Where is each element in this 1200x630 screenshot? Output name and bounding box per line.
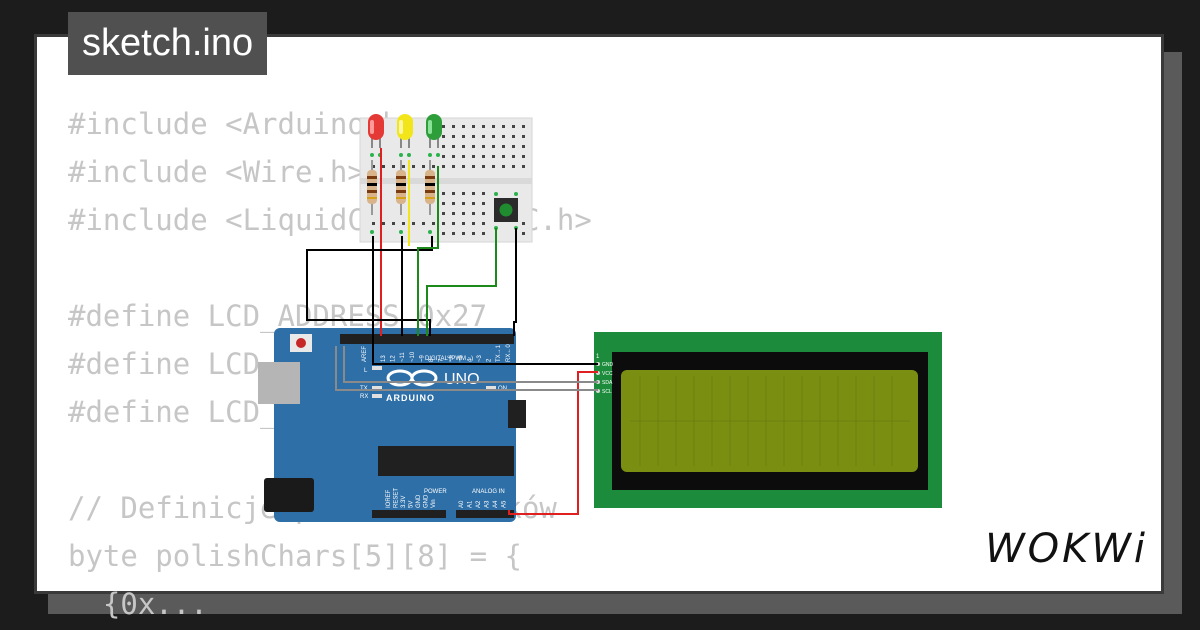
rx-led-label: RX (360, 394, 368, 400)
power-pins-label: POWER (424, 489, 447, 495)
analog-header (456, 510, 514, 518)
arduino-uno-board[interactable]: UNO ARDUINO DIGITAL (PWM ~) ANALOG IN PO… (258, 328, 526, 522)
code-line: #define LCD_ADDRESS 0x27 (68, 299, 488, 333)
pin-label: A4 (493, 500, 499, 508)
wire-black (306, 236, 433, 336)
pin-label: A2 (476, 500, 482, 508)
pin-label: ~5 (458, 354, 464, 362)
file-tab-label: sketch.ino (82, 22, 254, 64)
pin-label: GND (424, 494, 430, 508)
lcd-1602-i2c[interactable]: 1 GND VCC SDA SCL (594, 332, 942, 508)
pin-label: A5 (502, 500, 508, 508)
resistor[interactable] (425, 160, 435, 215)
pin-label: 13 (381, 355, 387, 362)
pin-label: GND (416, 494, 422, 508)
wire-red (508, 371, 598, 515)
wire-green (426, 228, 497, 336)
file-tab[interactable]: sketch.ino (68, 12, 268, 75)
board-model-label: UNO (444, 371, 480, 388)
pin-label: RESET (394, 488, 400, 508)
pin-label: ~6 (448, 354, 454, 362)
board-brand-label: ARDUINO (386, 393, 435, 403)
wokwi-logo: WOKWi (985, 526, 1148, 572)
resistor[interactable] (396, 160, 406, 215)
analog-pins-label: ANALOG IN (472, 489, 505, 495)
pin-label: 7 (439, 358, 445, 362)
red-led[interactable] (368, 114, 384, 148)
pin-label: IOREF (386, 489, 392, 508)
pin-label: ~10 (410, 351, 416, 362)
lcd-char-grid (630, 376, 910, 466)
pin-label: 12 (391, 355, 397, 362)
pin-label: 8 (429, 358, 435, 362)
pin-label: 5V (409, 501, 415, 508)
green-led[interactable] (426, 114, 442, 148)
code-line: {0x... (68, 587, 208, 621)
aref-pin-label: AREF (362, 346, 368, 362)
pin-label: RX←0 (506, 344, 512, 362)
push-button[interactable] (494, 192, 518, 222)
wire-green (417, 166, 439, 336)
pin-label: A0 (459, 500, 465, 508)
pin-label: ~3 (477, 354, 483, 362)
digital-pins-label: DIGITAL (PWM ~) (425, 356, 473, 362)
microcontroller-chip (378, 446, 514, 476)
wire-black (372, 360, 598, 365)
pin-label: A3 (485, 500, 491, 508)
pin-label: ~11 (400, 352, 406, 362)
lcd-pin1-label: 1 (596, 354, 600, 360)
lcd-pin-label: SCL (602, 389, 612, 395)
code-line: byte polishChars[5][8] = { (68, 539, 522, 573)
digital-header (340, 334, 514, 344)
code-line: #define LCD_ (68, 395, 278, 429)
pin-label: TX→1 (496, 344, 502, 362)
pin-label: A1 (468, 500, 474, 508)
lcd-pin-label: SDA (602, 380, 613, 386)
lcd-pin-label: VCC (602, 371, 613, 377)
wire-gray (343, 346, 598, 383)
lcd-pin-label: GND (602, 362, 614, 368)
usb-port (258, 362, 300, 404)
power-jack (264, 478, 314, 512)
wire-black (513, 228, 517, 336)
code-line: #include <Wire.h> (68, 155, 365, 189)
pin-label: 4 (467, 358, 473, 362)
l-led-label: L (364, 368, 368, 374)
wires (306, 148, 598, 515)
pin-label: 3.3V (401, 496, 407, 508)
power-header (372, 510, 446, 518)
breadboard[interactable] (359, 117, 533, 243)
pin-label: 2 (487, 358, 493, 362)
pin-label: Vin (431, 499, 437, 508)
resistor[interactable] (367, 160, 377, 215)
breadboard-holes-bottom (372, 192, 525, 235)
wire-gray (335, 346, 598, 391)
yellow-led[interactable] (397, 114, 413, 148)
pin-label: ~9 (419, 354, 425, 362)
breadboard-holes-top (372, 125, 525, 168)
